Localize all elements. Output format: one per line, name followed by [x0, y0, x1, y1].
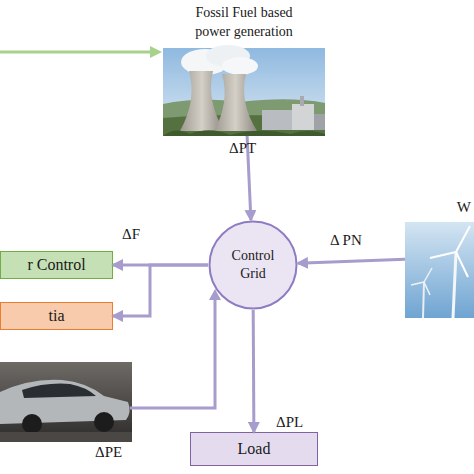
signal-label: ΔPE	[95, 444, 122, 461]
plant-building	[262, 110, 292, 130]
node-text: Fossil Fuel based power generation	[178, 3, 310, 41]
trees	[163, 130, 325, 136]
node-text: W	[405, 198, 474, 216]
wind-power-node: W	[405, 198, 474, 318]
turbine-blade	[456, 226, 470, 252]
plant-building	[314, 114, 325, 130]
flow-connector	[113, 265, 208, 316]
road	[0, 432, 132, 442]
plant-building	[292, 104, 314, 130]
sky	[405, 222, 474, 318]
car-wheel	[94, 412, 114, 432]
signal-label: Δ PN	[330, 232, 362, 249]
signal-label: ΔPL	[276, 414, 303, 431]
power-plant-photo	[163, 45, 325, 136]
grid-circle: Control Grid	[208, 220, 298, 310]
cooling-tower	[214, 74, 257, 131]
car-window	[22, 384, 96, 398]
arrow-head	[150, 46, 162, 58]
signal-label: ΔF	[122, 226, 140, 243]
node-text: r Control	[27, 256, 85, 274]
electric-car-photo	[0, 362, 132, 442]
circle-outline	[208, 220, 298, 310]
node-text: tia	[49, 307, 65, 325]
car-wheel	[22, 414, 42, 434]
photo-background	[0, 362, 132, 442]
turbine-mast	[453, 252, 456, 318]
power-plant-node: Fossil Fuel based power generation	[160, 0, 328, 136]
turbine-mast	[423, 282, 424, 318]
flow-connector	[252, 310, 256, 432]
turbine-blade	[456, 252, 468, 277]
signal-label: ΔPT	[229, 140, 256, 157]
turbine-blade	[430, 252, 456, 258]
input-arrow	[0, 46, 162, 58]
turbine-blade	[424, 282, 430, 295]
flow-connector	[298, 259, 405, 263]
control-box: r Control	[0, 251, 113, 279]
node-text: Load	[238, 440, 271, 458]
node-text: Control Grid	[220, 247, 286, 283]
sky	[163, 48, 325, 136]
inertia-box: tia	[0, 302, 113, 330]
wind-turbine-photo	[405, 222, 474, 318]
steam	[222, 57, 258, 75]
input-line	[0, 51, 152, 54]
plant-stack	[300, 96, 304, 106]
turbine-blade	[411, 282, 424, 285]
car-power-arrow	[130, 289, 221, 408]
turbine-blade	[424, 268, 432, 282]
circle-shape	[210, 222, 297, 309]
cooling-tower	[180, 71, 224, 131]
load-box: Load	[190, 432, 318, 466]
